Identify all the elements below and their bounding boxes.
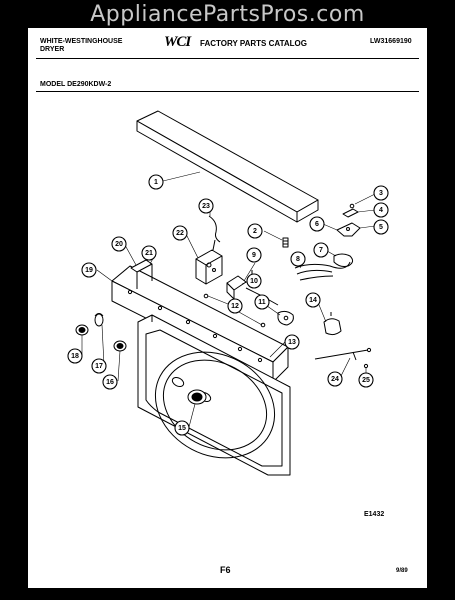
- callout-label: 10: [250, 278, 258, 285]
- callout-23: 23: [198, 198, 214, 214]
- switch-14: [323, 312, 342, 336]
- catalog-title: FACTORY PARTS CATALOG: [200, 39, 307, 48]
- callout-label: 19: [85, 267, 93, 274]
- callout-12: 12: [227, 298, 243, 314]
- callout-label: 21: [145, 250, 153, 257]
- latch-parts: [336, 203, 361, 237]
- callout-22: 22: [172, 225, 188, 241]
- callout-label: 24: [331, 376, 339, 383]
- header-rule: [36, 58, 419, 59]
- front-cabinet: [137, 314, 291, 476]
- callout-11: 11: [254, 294, 270, 310]
- callout-16: 16: [102, 374, 118, 390]
- callout-label: 15: [178, 425, 186, 432]
- callout-5: 5: [373, 219, 389, 235]
- callout-7: 7: [313, 242, 329, 258]
- console-bracket: [130, 259, 153, 289]
- callout-label: 9: [252, 252, 256, 259]
- catalog-sheet: [28, 28, 427, 588]
- top-panel: [136, 110, 319, 223]
- callout-label: 5: [379, 224, 383, 231]
- screw-2: [282, 237, 289, 248]
- callout-10: 10: [246, 273, 262, 289]
- brand-line-2: DRYER: [40, 46, 65, 53]
- callout-label: 14: [309, 297, 317, 304]
- callout-label: 7: [319, 247, 323, 254]
- callout-label: 2: [253, 228, 257, 235]
- callout-14: 14: [305, 292, 321, 308]
- callout-label: 11: [258, 299, 266, 306]
- callout-15: 15: [174, 420, 190, 436]
- callout-9: 9: [246, 247, 262, 263]
- wci-logo: WCI: [164, 34, 191, 50]
- callout-20: 20: [111, 236, 127, 252]
- callout-25: 25: [358, 372, 374, 388]
- callout-21: 21: [141, 245, 157, 261]
- callout-label: 6: [315, 221, 319, 228]
- model-rule: [36, 91, 419, 92]
- switch-harness: [294, 253, 354, 281]
- callout-6: 6: [309, 216, 325, 232]
- callout-label: 18: [71, 353, 79, 360]
- callout-3: 3: [373, 185, 389, 201]
- callout-label: 23: [202, 203, 210, 210]
- callout-17: 17: [91, 358, 107, 374]
- callout-8: 8: [290, 251, 306, 267]
- page-number: F6: [220, 565, 231, 575]
- wire-clip: [208, 215, 221, 243]
- callout-4: 4: [373, 202, 389, 218]
- timer-knob: [187, 389, 207, 405]
- callout-label: 20: [115, 241, 123, 248]
- catalog-date: 9/89: [396, 568, 408, 574]
- model-label: MODEL DE290KDW-2: [40, 81, 112, 88]
- callout-label: 8: [296, 256, 300, 263]
- callout-24: 24: [327, 371, 343, 387]
- callout-19: 19: [81, 262, 97, 278]
- callout-13: 13: [284, 334, 300, 350]
- rod: [314, 349, 369, 360]
- callout-label: 25: [362, 377, 370, 384]
- callout-label: 12: [231, 303, 239, 310]
- callout-label: 1: [154, 179, 158, 186]
- callout-label: 22: [176, 230, 184, 237]
- callout-label: 17: [95, 363, 103, 370]
- brand-line-1: WHITE-WESTINGHOUSE: [40, 38, 123, 45]
- callout-label: 13: [288, 339, 296, 346]
- callout-2: 2: [247, 223, 263, 239]
- callout-18: 18: [67, 348, 83, 364]
- callout-1: 1: [148, 174, 164, 190]
- document-number: LW31669190: [370, 38, 412, 45]
- control-knobs: [75, 313, 127, 352]
- callout-label: 3: [379, 190, 383, 197]
- figure-code: E1432: [364, 511, 385, 518]
- callout-label: 16: [106, 379, 114, 386]
- timer: [195, 239, 223, 285]
- switch-11: [277, 310, 294, 326]
- callout-label: 4: [379, 207, 383, 214]
- watermark: AppliancePartsPros.com: [90, 2, 365, 27]
